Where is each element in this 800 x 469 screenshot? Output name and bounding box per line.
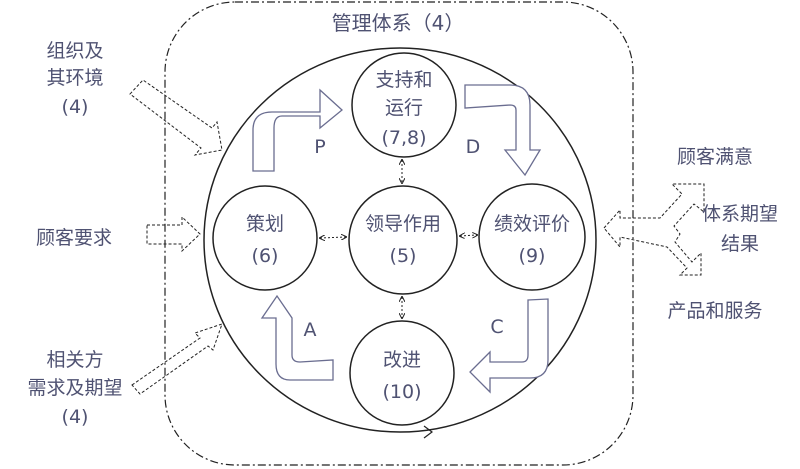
pdca-label-d: D	[466, 136, 481, 158]
connector-leadership-performance	[460, 235, 477, 236]
node-improvement-line2: (10)	[382, 381, 421, 403]
node-leadership: 领导作用 (5)	[348, 185, 458, 295]
system-results-line2: 结果	[721, 233, 759, 255]
connector-planning-leadership	[320, 237, 346, 238]
node-improvement-line1: 改进	[383, 349, 421, 371]
system-circle	[203, 47, 597, 433]
node-support-line1: 支持和	[375, 69, 432, 91]
node-leadership-line1: 领导作用	[365, 213, 441, 235]
node-planning: 策划 (6)	[212, 185, 318, 291]
org-context-line1: 组织及	[46, 40, 103, 62]
node-performance-line2: (9)	[519, 245, 546, 267]
pdca-label-c: C	[490, 316, 503, 338]
management-system-boundary	[164, 1, 634, 466]
interested-parties-line1: 相关方	[46, 349, 103, 371]
interested-parties-line2: 需求及期望	[27, 377, 122, 399]
system-results-line1: 体系期望	[702, 203, 778, 225]
pdca-label-a: A	[304, 319, 317, 341]
interested-parties-line3: (4)	[62, 406, 89, 428]
node-improvement: 改进 (10)	[349, 320, 455, 426]
connector-arrows	[320, 160, 477, 318]
check-arrow-icon	[469, 298, 549, 394]
node-planning-line1: 策划	[246, 213, 284, 235]
org-context-line2: 其环境	[46, 67, 103, 89]
act-arrow-icon	[260, 294, 334, 381]
input-arrow-org-context-icon	[129, 79, 223, 156]
input-arrow-interested-parties-icon	[131, 323, 223, 395]
customer-satisfaction: 顾客满意	[677, 146, 753, 168]
org-context-line3: (4)	[62, 96, 89, 118]
node-planning-line2: (6)	[252, 245, 279, 267]
products-services: 产品和服务	[667, 300, 762, 322]
input-arrow-customer-requirements-icon	[146, 215, 201, 253]
system-circle-arrow-icon	[423, 425, 433, 439]
node-performance-line1: 绩效评价	[494, 213, 570, 235]
node-leadership-line2: (5)	[390, 245, 417, 267]
pdca-label-p: P	[314, 136, 325, 158]
node-support-line2: 运行	[385, 97, 423, 119]
output-arrow-icon	[603, 183, 705, 276]
management-system-title: 管理体系（4）	[332, 11, 465, 35]
node-support: 支持和 运行 (7,8)	[351, 52, 457, 158]
do-arrow-icon	[464, 84, 542, 177]
node-performance: 绩效评价 (9)	[478, 183, 586, 291]
customer-requirements: 顾客要求	[36, 227, 112, 249]
plan-arrow-icon	[252, 88, 343, 172]
node-support-line3: (7,8)	[381, 127, 426, 149]
